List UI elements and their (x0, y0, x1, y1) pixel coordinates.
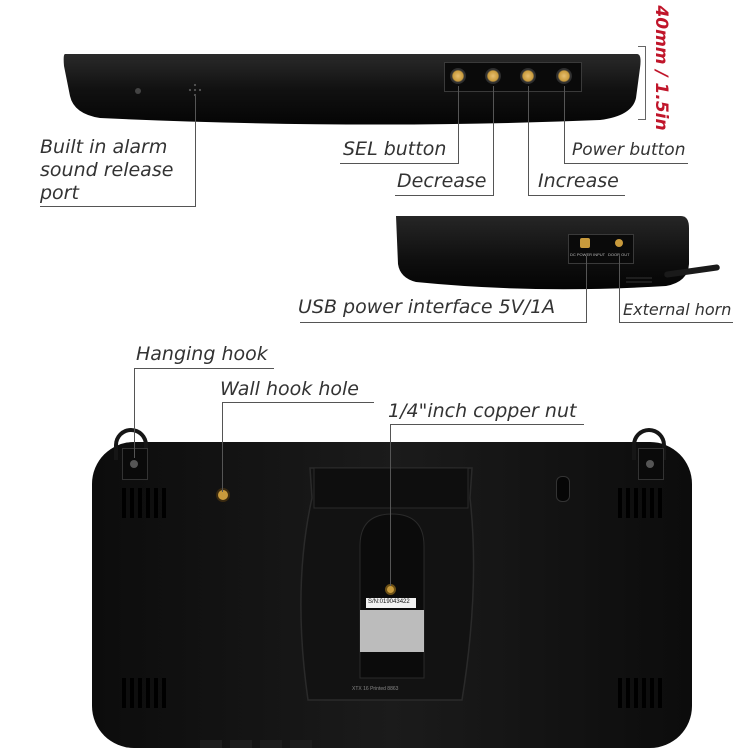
leader-nut-v (390, 424, 391, 586)
leader-horn-h (619, 322, 733, 323)
hanging-hook-right (632, 428, 666, 460)
screw-left (130, 460, 138, 468)
alarm-port-label-line1: Built in alarm (40, 136, 168, 158)
dimension-tick-bottom (638, 119, 646, 120)
alarm-port-label-line3: port (40, 182, 79, 204)
power-button[interactable] (556, 68, 572, 84)
dimension-tick-top (638, 46, 646, 47)
dimension-line (645, 46, 646, 120)
label-sticker (360, 610, 424, 652)
port-panel (568, 234, 634, 264)
hanging-hook-label: Hanging hook (136, 343, 268, 365)
leader-usb-h (300, 322, 587, 323)
sel-button-label: SEL button (343, 138, 447, 160)
leader-nut-h (390, 424, 584, 425)
leader-power-h (564, 163, 688, 164)
alarm-port-label: Built in alarm sound release port (40, 136, 173, 205)
leader-increase-v (528, 86, 529, 196)
sel-button[interactable] (450, 68, 466, 84)
alarm-port-hole (135, 88, 141, 94)
hanging-hook-right-mount (638, 448, 664, 480)
leader-wall-h (222, 402, 374, 403)
alarm-port-label-line2: sound release (40, 159, 174, 181)
device-bottom-view (396, 216, 691, 291)
leader-wall-v (222, 402, 223, 492)
bottom-print-text: XTX 16 Printed 8863 (352, 686, 399, 692)
leader-alarm-h (40, 206, 196, 207)
leader-power-v (564, 86, 565, 164)
leader-alarm-v (195, 96, 196, 207)
copper-nut-label: 1/4"inch copper nut (388, 400, 577, 422)
hanging-hook-left (114, 428, 148, 460)
decrease-label: Decrease (397, 170, 487, 192)
power-button-label: Power button (572, 140, 686, 160)
usb-power-label: USB power interface 5V/1A (298, 296, 556, 318)
leader-sel-v (458, 86, 459, 164)
dimension-label: 40mm / 1.5in (651, 5, 671, 131)
leader-hanging-v (134, 368, 135, 458)
device-back-view (90, 438, 694, 750)
leader-horn-v (619, 256, 620, 323)
leader-decrease-h (395, 195, 494, 196)
increase-button[interactable] (520, 68, 536, 84)
wall-hook-hole-left (216, 488, 230, 502)
leader-hanging-h (134, 368, 274, 369)
leader-increase-h (528, 195, 625, 196)
wall-hook-hole-label: Wall hook hole (220, 378, 359, 400)
increase-label: Increase (538, 170, 619, 192)
screw-right (646, 460, 654, 468)
leader-decrease-v (493, 86, 494, 196)
external-horn-label: External horn (623, 300, 732, 319)
dc-input-text: DC POWER INPUT (570, 252, 606, 257)
speaker-grille-icon (188, 83, 202, 97)
horn-out-text: DOOR OUT (608, 252, 630, 257)
leader-sel-h (340, 163, 459, 164)
usb-port-icon[interactable] (580, 238, 590, 248)
decrease-button[interactable] (485, 68, 501, 84)
wall-hook-hole-right (556, 476, 570, 502)
serial-sticker (366, 598, 416, 608)
leader-usb-v (586, 256, 587, 323)
serial-number: S/N:019043422 (368, 599, 410, 605)
horn-port[interactable] (615, 239, 623, 247)
